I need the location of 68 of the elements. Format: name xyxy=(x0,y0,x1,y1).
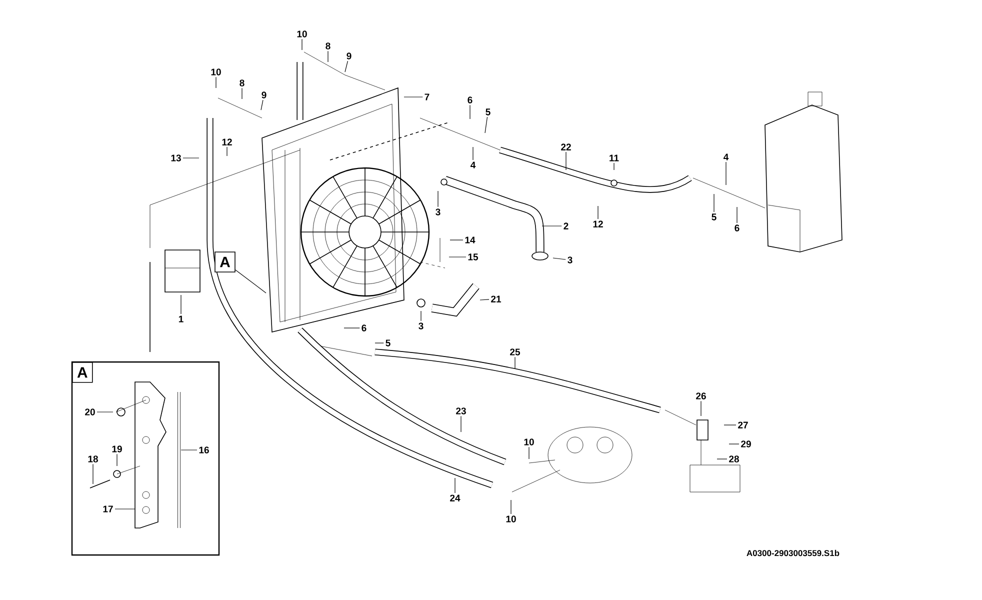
callout-number: 16 xyxy=(199,446,209,454)
callout-number: 10 xyxy=(297,30,307,38)
leader-line xyxy=(510,500,512,514)
callout-number: 23 xyxy=(456,408,466,414)
leader-line xyxy=(460,416,462,432)
callout-number: 5 xyxy=(486,108,490,116)
callout-number: 20 xyxy=(85,408,95,416)
callout-number: 21 xyxy=(491,296,502,302)
callout-number: 10 xyxy=(524,438,534,446)
leader-line xyxy=(484,116,488,134)
callout-number: 11 xyxy=(610,154,619,162)
callout-number: 7 xyxy=(424,94,430,100)
callout-number: 2 xyxy=(564,222,568,230)
callout-number: 17 xyxy=(103,506,113,512)
leader-line xyxy=(260,100,264,110)
callout-number: 4 xyxy=(470,162,476,168)
leader-line xyxy=(736,206,738,224)
callout-number: 1 xyxy=(178,316,184,322)
callout-number: 13 xyxy=(171,154,181,162)
leader-line xyxy=(700,400,702,416)
callout-number: 26 xyxy=(696,392,706,400)
callout-number: 8 xyxy=(326,42,330,50)
leader-line xyxy=(92,464,94,484)
callout-number: 19 xyxy=(112,446,122,452)
leader-line xyxy=(344,60,348,72)
callout-number: 24 xyxy=(450,494,460,502)
callout-number: 4 xyxy=(724,154,729,160)
leader-line xyxy=(180,294,182,314)
callout-number: 15 xyxy=(468,254,478,260)
leader-line xyxy=(454,478,456,494)
leader-line xyxy=(552,258,566,260)
leader-line xyxy=(420,310,422,322)
leader-line xyxy=(404,96,423,98)
callout-number: 10 xyxy=(506,516,516,522)
callout-number: 3 xyxy=(568,256,572,264)
callout-number: 6 xyxy=(362,324,366,332)
leader-line xyxy=(472,146,474,160)
callout-number: 6 xyxy=(468,96,472,104)
callout-number: 5 xyxy=(386,340,390,346)
leader-line xyxy=(114,508,136,510)
leader-line xyxy=(716,458,728,460)
callout-number: 9 xyxy=(346,52,352,60)
callout-number: 27 xyxy=(738,422,748,428)
leader-line xyxy=(235,270,266,294)
callout-number: 6 xyxy=(734,224,740,232)
callout-number: 18 xyxy=(88,456,98,462)
leader-line xyxy=(116,454,118,466)
leader-line xyxy=(514,356,516,370)
callout-number: 3 xyxy=(418,322,424,330)
callout-number: 29 xyxy=(741,440,751,448)
leader-line xyxy=(374,342,384,344)
leader-line xyxy=(724,424,736,426)
leader-line xyxy=(528,446,530,460)
callout-number: 14 xyxy=(465,236,476,244)
callout-number: 28 xyxy=(729,456,739,462)
callout-number: 25 xyxy=(510,348,520,356)
callout-number: 12 xyxy=(593,220,603,228)
callout-number: 12 xyxy=(222,138,232,146)
leader-line xyxy=(448,256,466,258)
callout-number: 10 xyxy=(211,68,221,76)
callout-number: 8 xyxy=(240,80,244,86)
leader-line xyxy=(480,299,490,300)
callout-number: 3 xyxy=(436,208,440,216)
callout-number: 5 xyxy=(712,214,716,220)
callout-number: 22 xyxy=(561,144,571,150)
leader-line xyxy=(226,146,228,156)
callout-number: 9 xyxy=(262,92,266,98)
drawing-number: A0300-2903003559.S1b xyxy=(746,550,840,556)
